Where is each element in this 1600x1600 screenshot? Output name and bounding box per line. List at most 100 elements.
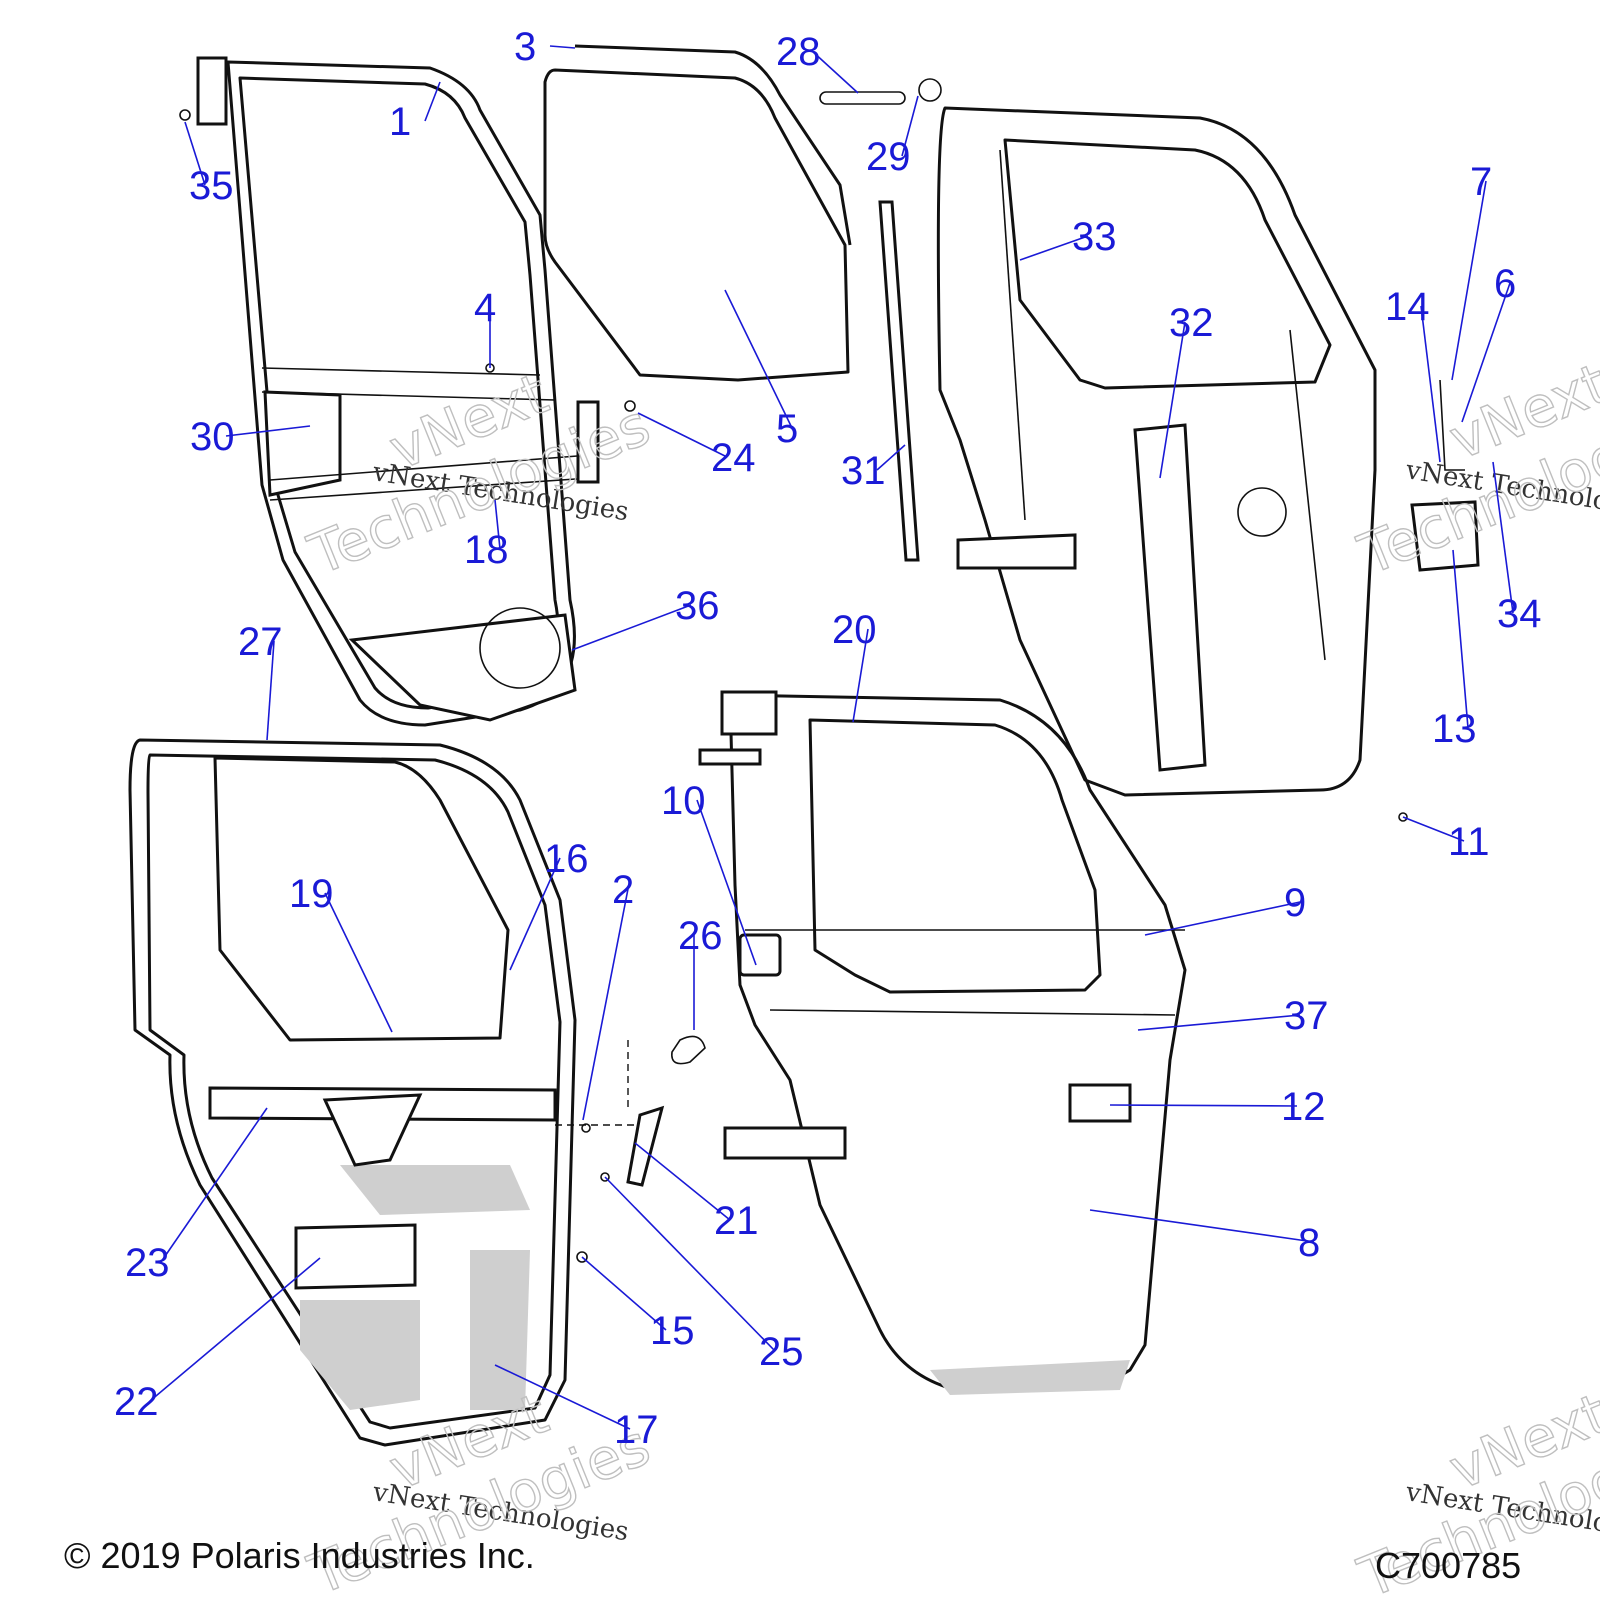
leader-line — [184, 121, 206, 186]
callout-number: 27 — [238, 620, 283, 664]
callout-25: 25 — [604, 1176, 804, 1374]
callout-4: 4 — [474, 286, 496, 368]
leader-line — [696, 799, 757, 966]
callout-37: 37 — [1137, 994, 1329, 1038]
leader-line — [160, 1107, 268, 1263]
leader-line — [1492, 461, 1514, 614]
copyright-text: © 2019 Polaris Industries Inc. — [64, 1535, 535, 1576]
callout-number: 33 — [1072, 215, 1117, 259]
callout-number: 1 — [389, 100, 411, 144]
callout-28: 28 — [776, 30, 859, 94]
leader-line — [424, 81, 441, 122]
callout-number: 11 — [1448, 820, 1490, 864]
leader-line — [1452, 549, 1469, 729]
leader-line — [1089, 1209, 1315, 1243]
leader-line — [1402, 816, 1465, 842]
callout-number: 25 — [759, 1330, 804, 1374]
leader-line — [1461, 282, 1511, 423]
callout-number: 14 — [1385, 285, 1430, 329]
leader-line — [266, 640, 275, 741]
leader-line — [604, 1176, 776, 1352]
callout-number: 12 — [1281, 1085, 1326, 1129]
callout-5: 5 — [724, 289, 798, 451]
leader-line — [1420, 305, 1441, 463]
callout-13: 13 — [1432, 549, 1477, 751]
callout-number: 29 — [866, 135, 911, 179]
door-inner-panel-part — [936, 106, 1480, 797]
leader-line — [637, 412, 728, 458]
callout-number: 16 — [544, 837, 589, 881]
callout-23: 23 — [125, 1107, 268, 1285]
callout-number: 31 — [841, 449, 886, 493]
hardware-strips — [819, 78, 942, 562]
callout-number: 22 — [114, 1380, 159, 1424]
callout-number: 15 — [650, 1309, 695, 1353]
leader-line — [581, 1256, 667, 1331]
callout-number: 17 — [614, 1408, 659, 1452]
callout-20: 20 — [832, 608, 877, 723]
leader-line — [901, 95, 919, 157]
callout-number: 19 — [289, 872, 334, 916]
leader-line — [811, 50, 859, 94]
callout-number: 32 — [1169, 301, 1214, 345]
leader-line — [509, 857, 561, 971]
callout-29: 29 — [866, 95, 919, 179]
callout-6: 6 — [1461, 262, 1516, 423]
callout-10: 10 — [661, 779, 757, 966]
callout-32: 32 — [1159, 301, 1214, 479]
callout-number: 37 — [1284, 994, 1329, 1038]
callout-number: 23 — [125, 1241, 170, 1285]
callout-7: 7 — [1451, 160, 1492, 381]
leader-line — [494, 1364, 631, 1430]
callout-34: 34 — [1492, 461, 1542, 636]
callout-number: 6 — [1494, 262, 1516, 306]
callout-number: 13 — [1432, 707, 1477, 751]
callout-1: 1 — [389, 81, 441, 144]
callout-9: 9 — [1144, 881, 1306, 936]
leader-line — [549, 45, 576, 49]
callout-14: 14 — [1385, 285, 1441, 463]
callout-8: 8 — [1089, 1209, 1320, 1265]
callout-number: 30 — [190, 415, 235, 459]
leader-line — [1451, 180, 1487, 381]
callout-2: 2 — [582, 868, 634, 1121]
door-outer-panel-part — [698, 690, 1187, 1395]
callout-30: 30 — [190, 415, 311, 459]
leader-line — [582, 888, 629, 1121]
callout-number: 21 — [714, 1199, 759, 1243]
callout-number: 26 — [678, 914, 723, 958]
callout-number: 28 — [776, 30, 821, 74]
callout-number: 20 — [832, 608, 877, 652]
callout-36: 36 — [571, 584, 720, 651]
callout-number: 34 — [1497, 592, 1542, 636]
callout-number: 10 — [661, 779, 706, 823]
callout-21: 21 — [634, 1142, 759, 1243]
callout-number: 2 — [612, 868, 634, 912]
callout-number: 7 — [1470, 160, 1492, 204]
door-interior-trim-part — [128, 738, 577, 1447]
callout-24: 24 — [637, 412, 756, 480]
callout-22: 22 — [114, 1257, 321, 1424]
callout-layer: 1234567891011121314151617181920212223242… — [114, 25, 1542, 1452]
callout-number: 18 — [464, 528, 509, 572]
leader-line — [1137, 1014, 1301, 1031]
leader-line — [225, 425, 311, 437]
callout-19: 19 — [289, 872, 393, 1033]
leader-line — [494, 499, 501, 550]
leader-line — [724, 289, 793, 429]
callout-12: 12 — [1109, 1085, 1326, 1129]
callout-26: 26 — [678, 914, 723, 1030]
leader-line — [876, 444, 906, 471]
leader-line — [634, 1142, 731, 1221]
callout-18: 18 — [464, 499, 509, 572]
callout-15: 15 — [581, 1256, 695, 1353]
callout-33: 33 — [1019, 215, 1117, 261]
callout-3: 3 — [514, 25, 576, 69]
callout-number: 36 — [675, 584, 720, 628]
leader-line — [1159, 321, 1186, 479]
leader-line — [324, 892, 393, 1033]
callout-number: 8 — [1298, 1221, 1320, 1265]
callout-number: 35 — [189, 164, 234, 208]
callout-number: 4 — [474, 286, 496, 330]
